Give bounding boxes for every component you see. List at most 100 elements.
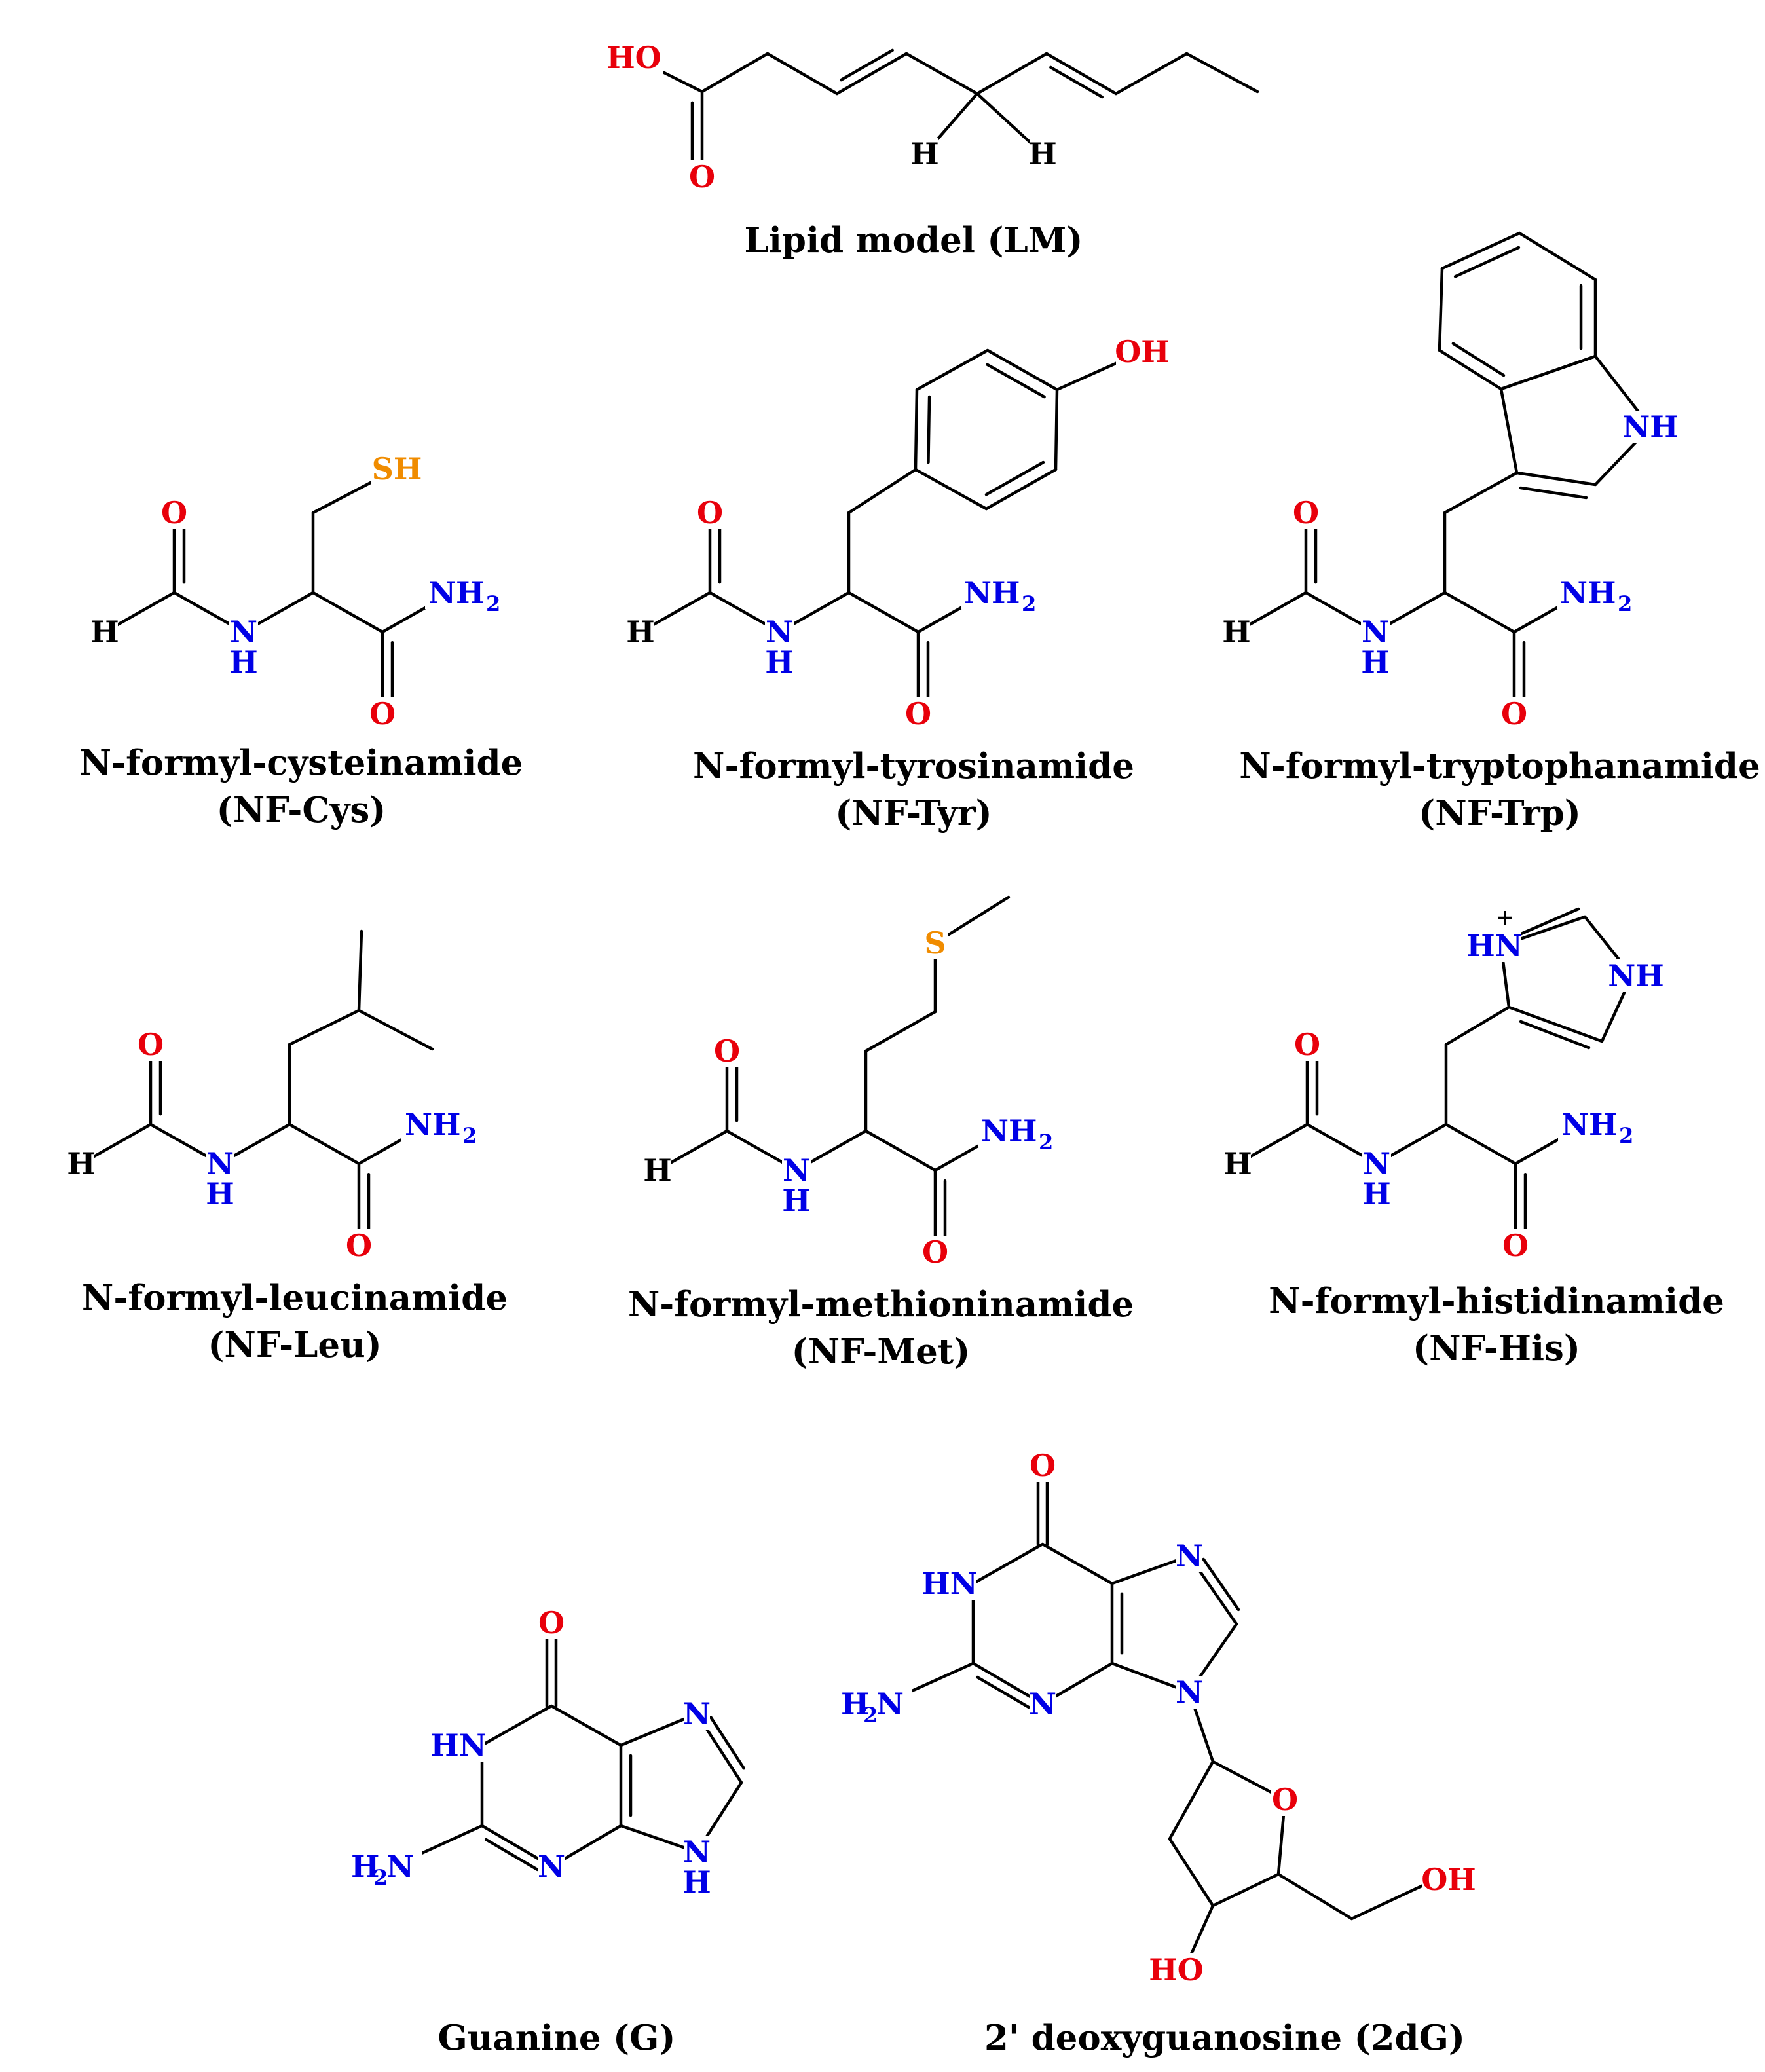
label-background bbox=[1030, 1688, 1056, 1720]
label-background bbox=[684, 1866, 710, 1898]
subscript-2: 2 bbox=[1039, 1130, 1053, 1155]
guanine-n1h-label: HN bbox=[430, 1728, 487, 1763]
amide-n-label: N bbox=[783, 1153, 810, 1188]
caption-nf-leu-name: N-formyl-leucinamide bbox=[82, 1278, 508, 1318]
double-bond bbox=[1049, 65, 1104, 99]
subscript-2: 2 bbox=[486, 591, 500, 616]
label-background bbox=[684, 1836, 710, 1868]
label-background bbox=[921, 1236, 950, 1268]
label-background bbox=[684, 1697, 710, 1730]
aromatic-bond bbox=[1438, 348, 1503, 391]
label-background bbox=[1361, 646, 1390, 678]
double-bond bbox=[835, 52, 908, 96]
single-bond bbox=[480, 1704, 553, 1747]
label-background bbox=[1030, 138, 1056, 170]
label-background bbox=[1293, 1028, 1322, 1061]
label-background bbox=[923, 1567, 976, 1600]
label-background bbox=[1610, 959, 1662, 992]
single-bond bbox=[1499, 387, 1519, 475]
subscript-2: 2 bbox=[863, 1703, 878, 1728]
label-background bbox=[68, 1147, 94, 1180]
lipid-ho-label: HO bbox=[606, 40, 661, 75]
h2n-n: N bbox=[386, 1849, 414, 1884]
label-background bbox=[1557, 576, 1629, 609]
imidazole-double-bond bbox=[1516, 907, 1580, 937]
caption-nf-his-name: N-formyl-histidinamide bbox=[1269, 1281, 1724, 1322]
caption-nf-leu-abbr: (NF-Leu) bbox=[208, 1325, 381, 1365]
amide-h-label: H bbox=[206, 1176, 234, 1212]
single-bond bbox=[1041, 1542, 1114, 1585]
formyl-h-label: H bbox=[90, 614, 119, 650]
label-background bbox=[368, 697, 397, 730]
dg-carbonyl-o: O bbox=[1030, 1448, 1056, 1483]
indole-double-bond bbox=[1519, 486, 1588, 500]
single-bond bbox=[864, 1129, 937, 1172]
formyl-o-label: O bbox=[1293, 495, 1319, 530]
label-background bbox=[978, 1115, 1050, 1147]
single-bond bbox=[847, 591, 920, 634]
label-background bbox=[1500, 697, 1529, 730]
label-background bbox=[432, 1729, 485, 1762]
single-bond bbox=[904, 52, 979, 96]
amide-o-label: O bbox=[1501, 696, 1527, 731]
label-background bbox=[401, 1108, 474, 1141]
double-bond bbox=[1045, 52, 1118, 96]
label-background bbox=[713, 1035, 741, 1067]
amide-n-label: N bbox=[1362, 614, 1389, 650]
label-background bbox=[1176, 1676, 1202, 1709]
caption-nf-cys-name: N-formyl-cysteinamide bbox=[80, 743, 523, 783]
thiol-sh-label: SH bbox=[372, 451, 422, 487]
lipid-h-label: H bbox=[910, 136, 938, 172]
aromatic-bond bbox=[1499, 354, 1597, 391]
single-bond bbox=[1515, 471, 1597, 487]
label-background bbox=[1624, 411, 1677, 443]
aromatic-bond bbox=[986, 348, 1059, 392]
single-bond bbox=[1276, 1872, 1354, 1921]
label-background bbox=[912, 138, 938, 170]
label-background bbox=[425, 576, 497, 609]
aromatic-bond bbox=[915, 348, 990, 392]
label-background bbox=[904, 697, 933, 730]
dg-n7-label: N bbox=[1176, 1538, 1203, 1574]
label-background bbox=[537, 1606, 566, 1639]
subscript-2: 2 bbox=[1022, 591, 1036, 616]
nh2-label: NH bbox=[1561, 1107, 1618, 1142]
single-bond bbox=[1211, 1872, 1280, 1908]
single-bond bbox=[1350, 1878, 1438, 1921]
label-background bbox=[344, 1229, 373, 1262]
single-bond bbox=[1114, 52, 1189, 96]
label-background bbox=[627, 616, 654, 648]
caption-layer: Lipid model (LM) N-formyl-cysteinamide (… bbox=[80, 220, 1760, 2058]
single-bond bbox=[975, 52, 1049, 96]
single-bond bbox=[766, 52, 839, 96]
charge-plus: + bbox=[1496, 904, 1515, 931]
imidazole-double-bond bbox=[1519, 1020, 1591, 1050]
amide-h-label: H bbox=[1362, 1176, 1390, 1212]
caption-nf-his-abbr: (NF-His) bbox=[1413, 1328, 1580, 1369]
label-background bbox=[1291, 496, 1320, 529]
label-background bbox=[1176, 1540, 1202, 1572]
label-background bbox=[1422, 1863, 1475, 1896]
subscript-2: 2 bbox=[373, 1865, 388, 1890]
single-bond bbox=[357, 929, 363, 1012]
double-bond bbox=[709, 1716, 746, 1770]
double-bond bbox=[1202, 1557, 1240, 1612]
lipid-h-label: H bbox=[1028, 136, 1056, 172]
label-background bbox=[1223, 616, 1250, 648]
nh2-label: NH bbox=[981, 1113, 1037, 1149]
label-background bbox=[538, 1850, 565, 1883]
aromatic-bond bbox=[914, 468, 988, 511]
label-background bbox=[1150, 1953, 1202, 1986]
label-background bbox=[961, 576, 1033, 609]
aromatic-inner-bond bbox=[927, 395, 931, 464]
label-backgrounds bbox=[68, 41, 1677, 1986]
ring-oxygen-label: O bbox=[1272, 1782, 1298, 1817]
nh2-label: NH bbox=[428, 575, 485, 610]
amide-o-label: O bbox=[922, 1234, 948, 1270]
subscript-2: 2 bbox=[1618, 591, 1632, 616]
label-background bbox=[765, 616, 794, 648]
guanine-h2n-label: H bbox=[351, 1849, 379, 1884]
caption-guanine: Guanine (G) bbox=[438, 2018, 676, 2058]
dg-n3-label: N bbox=[1029, 1686, 1056, 1722]
